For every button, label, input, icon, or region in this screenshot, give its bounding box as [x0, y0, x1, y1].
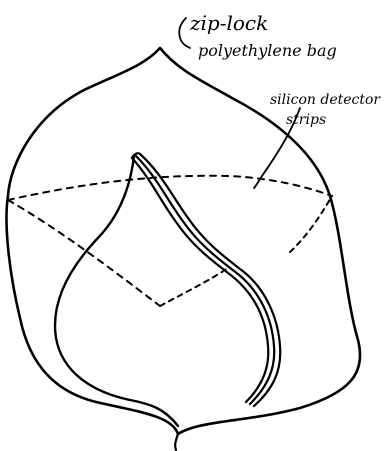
dashed-fold-far-right	[290, 196, 332, 252]
bag-bottom-tip	[175, 434, 178, 450]
strip-label-line2: strips	[286, 112, 326, 128]
detector-strip-3	[140, 154, 280, 406]
detector-strip-1	[132, 158, 268, 402]
dashed-fold-right	[160, 268, 228, 306]
bag-label-line2: polyethylene bag	[198, 41, 337, 60]
strip-label-line1: silicon detector	[270, 92, 381, 108]
bag-label-leader	[179, 18, 190, 48]
dashed-fold-upper	[8, 176, 332, 200]
bag-label-line1: zip-lock	[189, 11, 268, 35]
